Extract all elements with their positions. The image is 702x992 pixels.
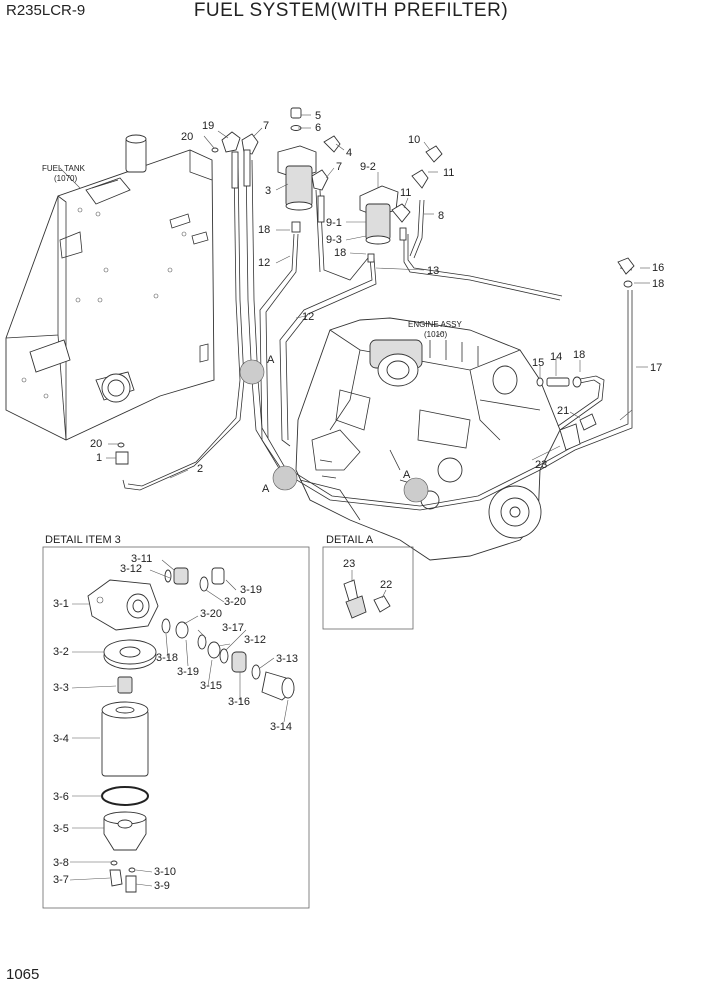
callout-a-23: 23 xyxy=(343,558,355,570)
callout-17: 17 xyxy=(650,362,662,374)
callout-3-2: 3-2 xyxy=(53,646,69,658)
callout-16: 16 xyxy=(652,262,664,274)
callout-9-3: 9-3 xyxy=(326,234,342,246)
callout-3-7: 3-7 xyxy=(53,874,69,886)
callout-18c: 18 xyxy=(652,278,664,290)
callout-3-12a: 3-12 xyxy=(120,563,142,575)
page-number: 1065 xyxy=(6,966,40,983)
fuel-filter-3 xyxy=(211,107,341,233)
callout-3-12b: 3-12 xyxy=(244,634,266,646)
callout-3-4: 3-4 xyxy=(53,733,69,745)
callout-21: 21 xyxy=(557,405,569,417)
callout-3-14: 3-14 xyxy=(270,721,292,733)
detail-a-frame xyxy=(322,546,414,630)
fuel-tank-label: FUEL TANK xyxy=(42,164,86,173)
assembly-labels: FUEL TANK (1070) ENGINE ASSY (1010) xyxy=(42,164,462,339)
prefilter-9 xyxy=(359,145,443,263)
callout-3-16: 3-16 xyxy=(228,696,250,708)
section-a-label-1: A xyxy=(267,354,275,366)
callout-3-19a: 3-19 xyxy=(240,584,262,596)
callout-12a: 12 xyxy=(258,257,270,269)
callout-7: 7 xyxy=(263,120,269,132)
model-number: R235LCR-9 xyxy=(6,2,86,19)
callout-11a: 11 xyxy=(443,167,454,179)
callout-7b: 7 xyxy=(336,161,342,173)
engine-label: ENGINE ASSY xyxy=(408,320,462,329)
page-title: FUEL SYSTEM(WITH PREFILTER) xyxy=(193,0,509,21)
callout-8: 8 xyxy=(438,210,444,222)
callout-3-11: 3-11 xyxy=(131,553,152,565)
callout-12b: 12 xyxy=(302,311,314,323)
detail-item-3-frame xyxy=(42,546,310,909)
callout-18a: 18 xyxy=(258,224,270,236)
engine-drawing xyxy=(295,317,561,561)
callout-a-22: 22 xyxy=(380,579,392,591)
callout-1: 1 xyxy=(96,452,102,464)
callout-3-5: 3-5 xyxy=(53,823,69,835)
fuel-tank-drawing xyxy=(5,134,215,441)
leader-lines xyxy=(59,114,650,479)
callout-4: 4 xyxy=(346,147,352,159)
callout-3-9: 3-9 xyxy=(154,880,170,892)
callout-23: 23 xyxy=(535,459,547,471)
callout-9-1: 9-1 xyxy=(326,217,342,229)
callout-5: 5 xyxy=(315,110,321,122)
callout-3-1: 3-1 xyxy=(53,598,69,610)
callout-3: 3 xyxy=(265,185,271,197)
callout-20: 20 xyxy=(181,131,193,143)
callout-3-10: 3-10 xyxy=(154,866,176,878)
callout-3-8: 3-8 xyxy=(53,857,69,869)
main-callouts: 5 6 7 19 20 4 7 3 18 12 12 10 9-2 11 11 … xyxy=(90,110,664,495)
detail-a: DETAIL A 23 22 xyxy=(322,534,414,630)
callout-3-3: 3-3 xyxy=(53,682,69,694)
callout-3-17: 3-17 xyxy=(222,622,244,634)
callout-3-6: 3-6 xyxy=(53,791,69,803)
callout-18b: 18 xyxy=(334,247,346,259)
callout-3-20b: 3-20 xyxy=(200,608,222,620)
callout-3-15: 3-15 xyxy=(200,680,222,692)
fuel-tank-code: (1070) xyxy=(54,174,77,183)
callout-3-19b: 3-19 xyxy=(177,666,199,678)
right-fittings xyxy=(115,257,635,465)
callout-2: 2 xyxy=(197,463,203,475)
callout-11b: 11 xyxy=(400,187,411,199)
engine-code: (1010) xyxy=(424,330,447,339)
callout-13: 13 xyxy=(427,265,439,277)
callout-3-18: 3-18 xyxy=(156,652,178,664)
section-a-label-2: A xyxy=(262,483,270,495)
callout-6: 6 xyxy=(315,122,321,134)
detail-item-3: DETAIL ITEM 3 xyxy=(42,534,310,909)
section-a-markers xyxy=(239,359,429,503)
callout-18d: 18 xyxy=(573,349,585,361)
callout-3-20a: 3-20 xyxy=(224,596,246,608)
callout-10: 10 xyxy=(408,134,420,146)
callout-20b: 20 xyxy=(90,438,102,450)
detail-a-title: DETAIL A xyxy=(326,534,374,546)
callout-19: 19 xyxy=(202,120,214,132)
callout-15: 15 xyxy=(532,357,544,369)
section-a-label-3: A xyxy=(403,469,411,481)
detail-item-3-title: DETAIL ITEM 3 xyxy=(45,534,121,546)
callout-3-13: 3-13 xyxy=(276,653,298,665)
callout-14: 14 xyxy=(550,351,562,363)
callout-9-2: 9-2 xyxy=(360,161,376,173)
